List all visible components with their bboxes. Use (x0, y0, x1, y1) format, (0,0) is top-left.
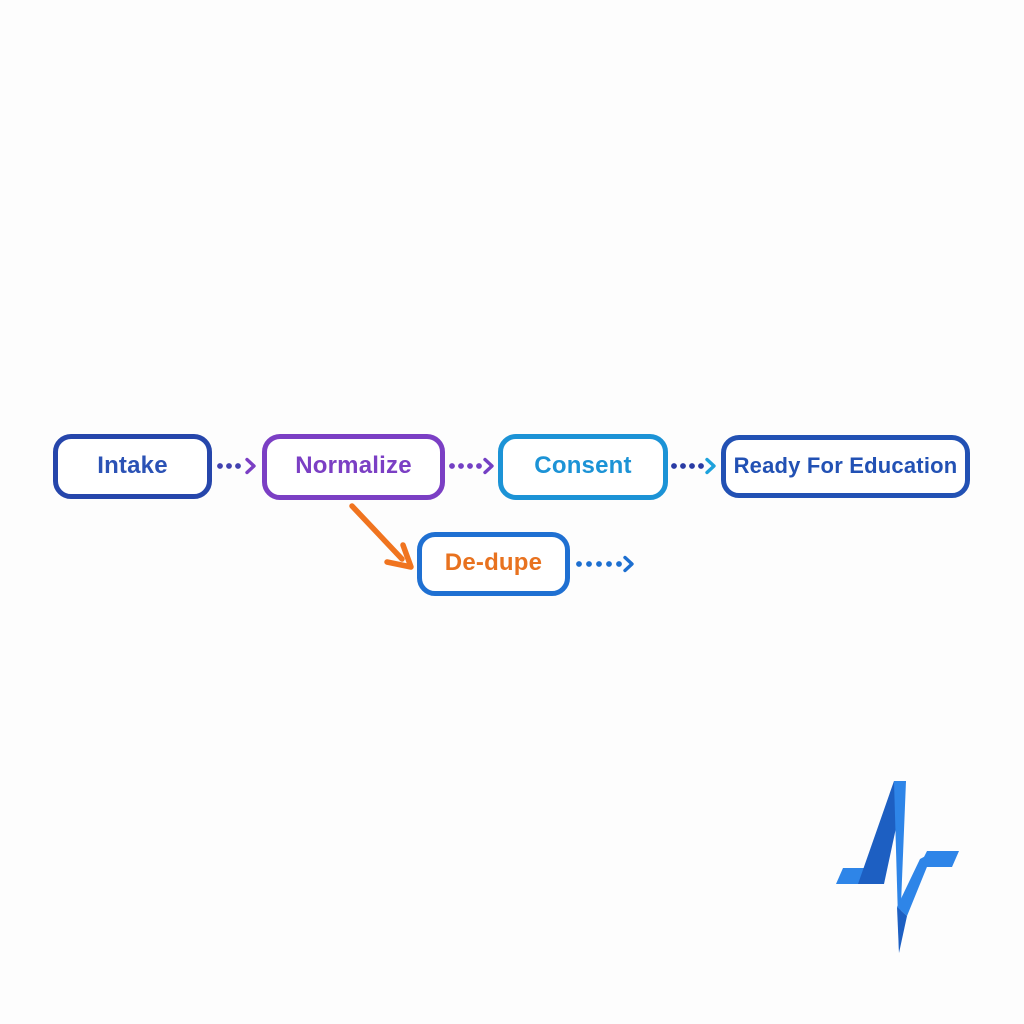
flow-node-intake-label: Intake (97, 451, 168, 479)
flow-node-ready-for-education-label: Ready For Education (733, 452, 958, 478)
flow-node-ready-for-education: Ready For Education (721, 435, 970, 498)
arrowhead-icon (384, 542, 414, 570)
flow-node-de-dupe: De-dupe (417, 532, 570, 596)
arrowhead-icon (483, 457, 494, 475)
arrowhead-icon (623, 555, 634, 573)
edge-normalize-dedupe (349, 503, 414, 570)
flow-node-de-dupe-label: De-dupe (444, 549, 543, 576)
pulse-logo-icon (836, 781, 959, 953)
flow-node-normalize: Normalize (262, 434, 445, 500)
flow-node-consent: Consent (498, 434, 668, 500)
arrowhead-icon (705, 457, 716, 475)
flow-node-intake: Intake (53, 434, 212, 499)
flow-node-normalize-label: Normalize (295, 452, 412, 479)
flow-node-consent-label: Consent (534, 452, 632, 479)
edge-dedupe-out (576, 555, 634, 573)
edge-normalize-consent (449, 457, 494, 475)
arrowhead-icon (245, 457, 256, 475)
edge-consent-ready (671, 457, 716, 475)
edge-intake-normalize (217, 457, 256, 475)
